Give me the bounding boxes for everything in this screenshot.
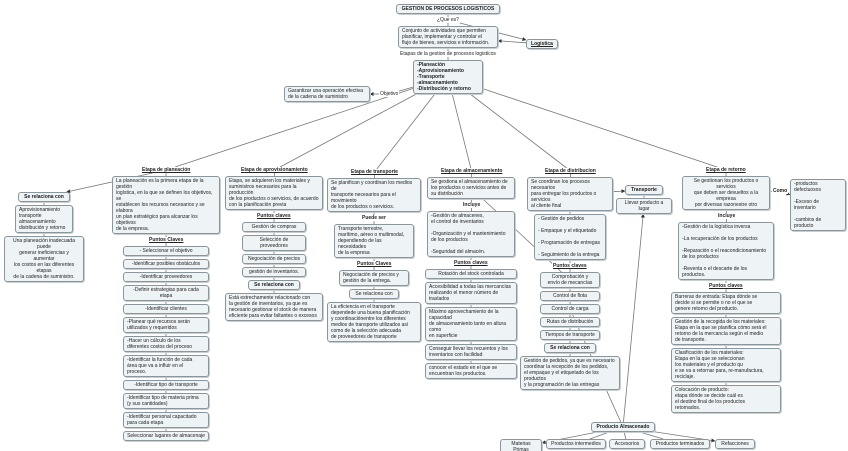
planeacion-item[interactable]: -Identificar tipo de transporte: [123, 380, 209, 390]
retorno-item[interactable]: Colocación de producto: etapa dónde se d…: [671, 385, 781, 413]
planeacion-item[interactable]: -Identificar clientes: [123, 304, 209, 314]
connector-line: [174, 88, 414, 168]
distribucion-item[interactable]: Control de carga: [540, 304, 600, 314]
almacenamiento-item[interactable]: Conseguir llevar los recuentos y los inv…: [425, 344, 517, 360]
connector-line: [639, 431, 664, 440]
transporte-tipos[interactable]: Transporte terrestre, marítimo, aéreo o …: [334, 224, 414, 258]
transporte-desc[interactable]: Se planifican y coordinan los medios de …: [327, 178, 421, 212]
logistica-node[interactable]: Logistica: [526, 39, 558, 49]
definition-node[interactable]: Conjunto de actividades que permiten pla…: [398, 26, 498, 48]
retorno-desc[interactable]: Se gestionan los productos o servicios q…: [682, 176, 770, 210]
planeacion-item[interactable]: Seleccionar lugares de almacenaje: [123, 431, 209, 441]
planeacion-item[interactable]: -Planear qué recursos serán utilizados y…: [123, 317, 209, 333]
connector-line: [612, 189, 626, 194]
transporte-puntos-label: Puntos Claves: [356, 261, 393, 267]
stage-aprovisionamiento-label: Etapa de aprovisionamiento: [240, 167, 309, 173]
planeacion-item[interactable]: -Identificar posibles obstáculos: [123, 259, 209, 269]
almacenamiento-incluye: Incluye: [462, 202, 482, 208]
transporte-node[interactable]: Transporte: [625, 185, 663, 195]
connector-line: [497, 38, 527, 44]
link-etapas: Etapas de la gestion de procesos logisti…: [399, 51, 497, 57]
planeacion-desc[interactable]: La planeación es la primera etapa de la …: [112, 176, 220, 234]
aprovisionamiento-rel-box[interactable]: Está estrechamente relacionado con la ge…: [225, 293, 323, 321]
planeacion-item[interactable]: -Definir estrategias para cada etapa: [123, 285, 209, 301]
map-title[interactable]: GESTION DE PROCESOS LOGISTICOS: [396, 4, 500, 14]
connector-line: [469, 93, 567, 169]
almacenamiento-puntos-label: Puntos claves: [453, 260, 489, 266]
transporte-negociacion[interactable]: Negociación de precios y gestión de la e…: [339, 270, 409, 286]
distribucion-relaciona[interactable]: Se relaciona con: [544, 343, 596, 353]
aprovisionamiento-relaciona[interactable]: Se relaciona con: [248, 280, 300, 290]
connector-line: [482, 88, 718, 168]
retorno-item[interactable]: Gestión de la recogida de los materiales…: [671, 317, 781, 345]
retorno-puntos-label: Puntos claves: [708, 283, 744, 289]
planeacion-rel-box[interactable]: Aprovisionamiento transporte almacenamie…: [15, 205, 73, 233]
producto-tipo-node[interactable]: Productos intermedios: [546, 439, 606, 449]
link-objetivo: Objetivo: [379, 91, 400, 97]
transporte-relaciona[interactable]: Se relaciona con: [349, 289, 399, 299]
almacenamiento-desc[interactable]: Se gestiona el almacenamiento de los pro…: [427, 177, 515, 199]
stages-node[interactable]: -Planeación -Aprovisionamiento -Transpor…: [413, 60, 483, 94]
llevar-producto-node[interactable]: Llevar producto a lugar: [616, 198, 672, 214]
planeacion-item[interactable]: -Hacer un cálculo de los diferentes cost…: [123, 336, 209, 352]
producto-tipo-node[interactable]: Productos terminados: [650, 439, 710, 449]
connector-line: [279, 93, 417, 168]
transporte-rel-box[interactable]: La eficiencia en el transporte dependede…: [327, 302, 421, 342]
distribucion-item[interactable]: Comprobación y envío de mecancías: [540, 272, 600, 288]
retorno-incluye: Incluye: [717, 213, 737, 219]
distribucion-desc[interactable]: Se coordinan los procesos necesarios par…: [527, 177, 613, 211]
planeacion-puntos-label: Puntos Claves: [148, 237, 185, 243]
objective-node[interactable]: Garantizar una operación efectiva de la …: [284, 86, 370, 102]
stage-almacenamiento-label: Etapa de almacenamiento: [440, 168, 504, 174]
distribucion-rel-box[interactable]: Gestión de pedidos, ya que es necesario …: [520, 356, 620, 390]
almacenamiento-item[interactable]: conocer el estado en el que se encuentra…: [425, 363, 517, 379]
almacenamiento-item[interactable]: Accesibilidad a todas las mercancías rea…: [425, 282, 517, 304]
producto-tipo-node[interactable]: Accesorios: [609, 439, 645, 449]
planeacion-rel-note[interactable]: Una planeación inadecuada puede generar …: [4, 236, 84, 282]
aprovisionamiento-item[interactable]: gestión de inventarios.: [242, 267, 306, 277]
distribucion-item[interactable]: Rutas de distribución: [540, 317, 600, 327]
stage-distribucion-label: Etapa de distribucion: [544, 168, 597, 174]
distribucion-puntos-label: Puntos claves: [552, 263, 588, 269]
aprovisionamiento-item[interactable]: Selección de proveedores: [242, 235, 306, 251]
retorno-como-box[interactable]: -productos defectuosos -Exceso de invent…: [790, 179, 846, 231]
connector-line: [589, 431, 610, 440]
almacenamiento-item[interactable]: Rotación del stock controlada: [425, 269, 517, 279]
producto-almacenado-node[interactable]: Producto Almacenado: [591, 422, 655, 432]
connector-line: [623, 431, 627, 440]
link-que-es: ¿Que es?: [436, 17, 460, 23]
transporte-puede-ser: Puede ser: [361, 215, 387, 221]
retorno-incluye-box[interactable]: -Gestión de la logística inversa -La rec…: [678, 222, 774, 280]
distribucion-item[interactable]: Tiempos de transporte: [540, 330, 600, 340]
distribucion-list[interactable]: - Gestión de pedidos - Empaque y el etiq…: [534, 214, 606, 260]
producto-tipo-node[interactable]: Refacciones: [715, 439, 755, 449]
stage-transporte-label: Etapa de transporte: [350, 169, 399, 175]
almacenamiento-item[interactable]: Máximo aprovechamiento de la capacidad d…: [425, 307, 517, 341]
planeacion-item[interactable]: -Identificar personal capacitado para ca…: [123, 412, 209, 428]
aprovisionamiento-puntos-label: Puntos claves: [256, 213, 292, 219]
planeacion-item[interactable]: - Seleccionar el objetivo: [123, 246, 209, 256]
aprovisionamiento-item[interactable]: Negociación de precios: [242, 254, 306, 264]
connector-line: [785, 191, 791, 196]
planeacion-item[interactable]: -Identificar proveedores: [123, 272, 209, 282]
planeacion-item[interactable]: -Identificar tipo de materia prima (y su…: [123, 393, 209, 409]
distribucion-item[interactable]: Control de flota: [540, 291, 600, 301]
producto-tipo-node[interactable]: Materias Primas: [500, 439, 542, 451]
retorno-item[interactable]: Clasificación de los materiales: Etapa e…: [671, 348, 781, 382]
retorno-como: Como: [772, 188, 789, 194]
connector-line: [376, 93, 436, 170]
almacenamiento-incluye-box[interactable]: -Gestión de almacenes, el control de inv…: [427, 211, 515, 257]
connector-line: [623, 213, 645, 423]
planeacion-relaciona[interactable]: Se relaciona con: [18, 192, 70, 202]
retorno-item[interactable]: Barreras de entrada: Etapa dónde se deci…: [671, 292, 781, 314]
aprovisionamiento-item[interactable]: Gestión de compras: [242, 222, 306, 232]
connector-line: [398, 86, 414, 92]
stage-retorno-label: Etapa de retorno: [705, 167, 747, 173]
aprovisionamiento-desc[interactable]: Etapa, se adquieren los materiales y sum…: [225, 176, 323, 210]
connector-line: [451, 93, 472, 169]
stage-planeacion-label: Etapa de planeación: [141, 167, 192, 173]
planeacion-item[interactable]: -Identificar la función de cada área que…: [123, 355, 209, 377]
